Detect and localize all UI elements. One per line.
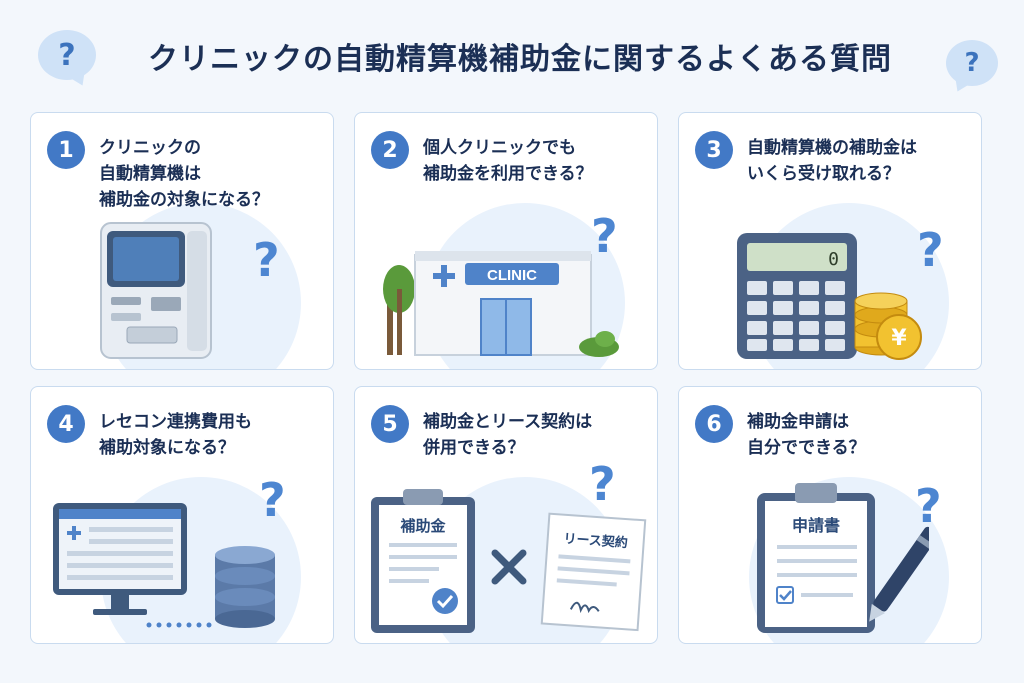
faq-card-1[interactable]: 1 クリニックの 自動精算機は 補助金の対象になる？ ? <box>30 112 334 370</box>
faq-question: 補助金とリース契約は 併用できる？ <box>423 412 593 458</box>
kiosk-machine-icon <box>100 222 212 359</box>
header: ? クリニックの自動精算機補助金に関するよくある質問 ? <box>0 0 1024 110</box>
faq-card-5[interactable]: 5 補助金とリース契約は 併用できる？ ? 補助金 リース契約 <box>354 386 658 644</box>
question-mark-icon: ? <box>589 457 616 511</box>
faq-question: 自動精算機の補助金は いくら受け取れる？ <box>747 138 917 184</box>
question-mark-icon: ? <box>591 209 618 263</box>
faq-question: クリニックの 自動精算機は 補助金の対象になる？ <box>99 138 269 210</box>
application-clipboard-icon: 申請書 <box>757 483 929 633</box>
faq-number: 3 <box>695 131 733 169</box>
faq-question: 補助金申請は 自分でできる？ <box>747 412 866 458</box>
question-bubble-icon: ? <box>38 30 96 80</box>
faq-question: レセコン連携費用も 補助対象になる？ <box>99 412 252 458</box>
faq-number: 6 <box>695 405 733 443</box>
faq-number: 2 <box>371 131 409 169</box>
calculator-coins-icon: 0 ¥ <box>737 233 922 360</box>
calculator-display: 0 <box>828 249 839 270</box>
faq-card-4[interactable]: 4 レセコン連携費用も 補助対象になる？ ? <box>30 386 334 644</box>
faq-number: 5 <box>371 405 409 443</box>
page-title: クリニックの自動精算機補助金に関するよくある質問 <box>148 42 892 77</box>
question-mark-icon: ? <box>253 233 280 287</box>
bubble-right-text: ? <box>964 48 980 78</box>
doc-left-title: 補助金 <box>399 517 446 535</box>
documents-cross-icon: 補助金 リース契約 <box>371 489 647 633</box>
bubble-left-text: ? <box>58 37 76 73</box>
faq-card-3[interactable]: 3 自動精算機の補助金は いくら受け取れる？ ? 0 ¥ <box>678 112 982 370</box>
clinic-building-icon: CLINIC <box>383 251 619 357</box>
faq-number: 4 <box>47 405 85 443</box>
faq-question: 個人クリニックでも 補助金を利用できる？ <box>423 138 593 184</box>
question-mark-icon: ? <box>917 223 944 277</box>
question-mark-icon: ? <box>915 479 942 533</box>
faq-number: 1 <box>47 131 85 169</box>
faq-card-6[interactable]: 6 補助金申請は 自分でできる？ ? 申請書 <box>678 386 982 644</box>
clinic-sign-text: CLINIC <box>487 267 537 284</box>
question-mark-icon: ? <box>259 473 286 527</box>
faq-grid: 1 クリニックの 自動精算機は 補助金の対象になる？ ? 2 個人クリニックでも… <box>30 112 982 644</box>
yen-symbol: ¥ <box>891 326 907 351</box>
question-bubble-icon: ? <box>946 40 998 86</box>
doc-title: 申請書 <box>792 516 840 535</box>
faq-card-2[interactable]: 2 個人クリニックでも 補助金を利用できる？ ? CLINIC <box>354 112 658 370</box>
doc-right-title: リース契約 <box>563 531 628 551</box>
computer-database-icon <box>53 503 275 628</box>
